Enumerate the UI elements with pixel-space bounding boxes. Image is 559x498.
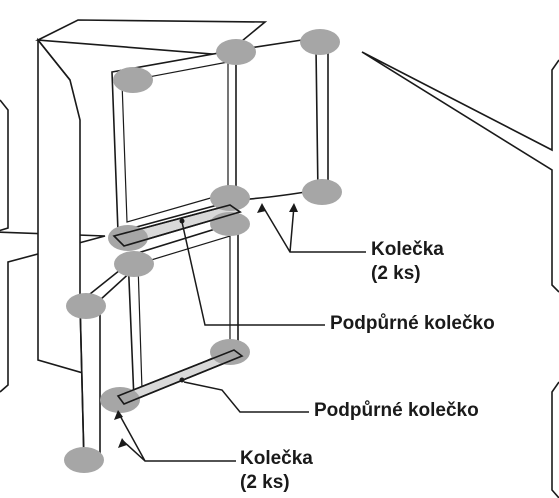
right-callout-bubble-upper — [361, 51, 559, 293]
hinge-spot-mid-left — [108, 225, 148, 251]
label-support-wheel-upper: Podpůrné kolečko — [330, 313, 495, 334]
arrow-heads — [114, 203, 298, 448]
arrow-head-upper-1 — [257, 203, 266, 213]
leader-wheels-lower — [117, 411, 236, 462]
hinge-spot-lower-left — [114, 251, 154, 277]
cabinet-left-edge — [37, 39, 71, 81]
lower-door-left-edge — [79, 301, 85, 463]
wheel-spot-bottom-left — [64, 447, 104, 473]
corner-spot-lower-left — [66, 293, 106, 319]
upper-door-side-bar — [300, 35, 329, 197]
leader-support-upper — [181, 221, 325, 326]
upper-support-wheel-dot — [179, 218, 185, 224]
upper-support-bar-outline — [112, 204, 242, 247]
lower-support-bar-outline — [116, 349, 244, 405]
hinge-spot-mid-center — [210, 185, 250, 211]
label-wheels-lower: Kolečka — [240, 448, 313, 469]
label-wheels-upper-quantity: (2 ks) — [371, 263, 421, 284]
label-wheels-lower-quantity: (2 ks) — [240, 472, 290, 493]
cabinet-top — [35, 19, 268, 56]
lower-door-side-bar — [79, 260, 137, 464]
hinge-spot-top-center — [216, 39, 256, 65]
wheel-spot-upper-right — [302, 179, 342, 205]
arrow-head-lower-2 — [118, 438, 127, 448]
leader-support-lower — [183, 381, 309, 413]
right-callout-bubble-lower — [551, 381, 559, 498]
hinge-spot-top-right — [300, 29, 340, 55]
arrow-head-upper-2 — [289, 203, 298, 212]
hinge-spot-top-left — [113, 67, 153, 93]
label-support-wheel-lower: Podpůrné kolečko — [314, 400, 479, 421]
leader-wheels-upper — [261, 204, 366, 253]
arrow-head-lower-1 — [114, 410, 123, 420]
label-wheels-upper: Kolečka — [371, 239, 444, 260]
